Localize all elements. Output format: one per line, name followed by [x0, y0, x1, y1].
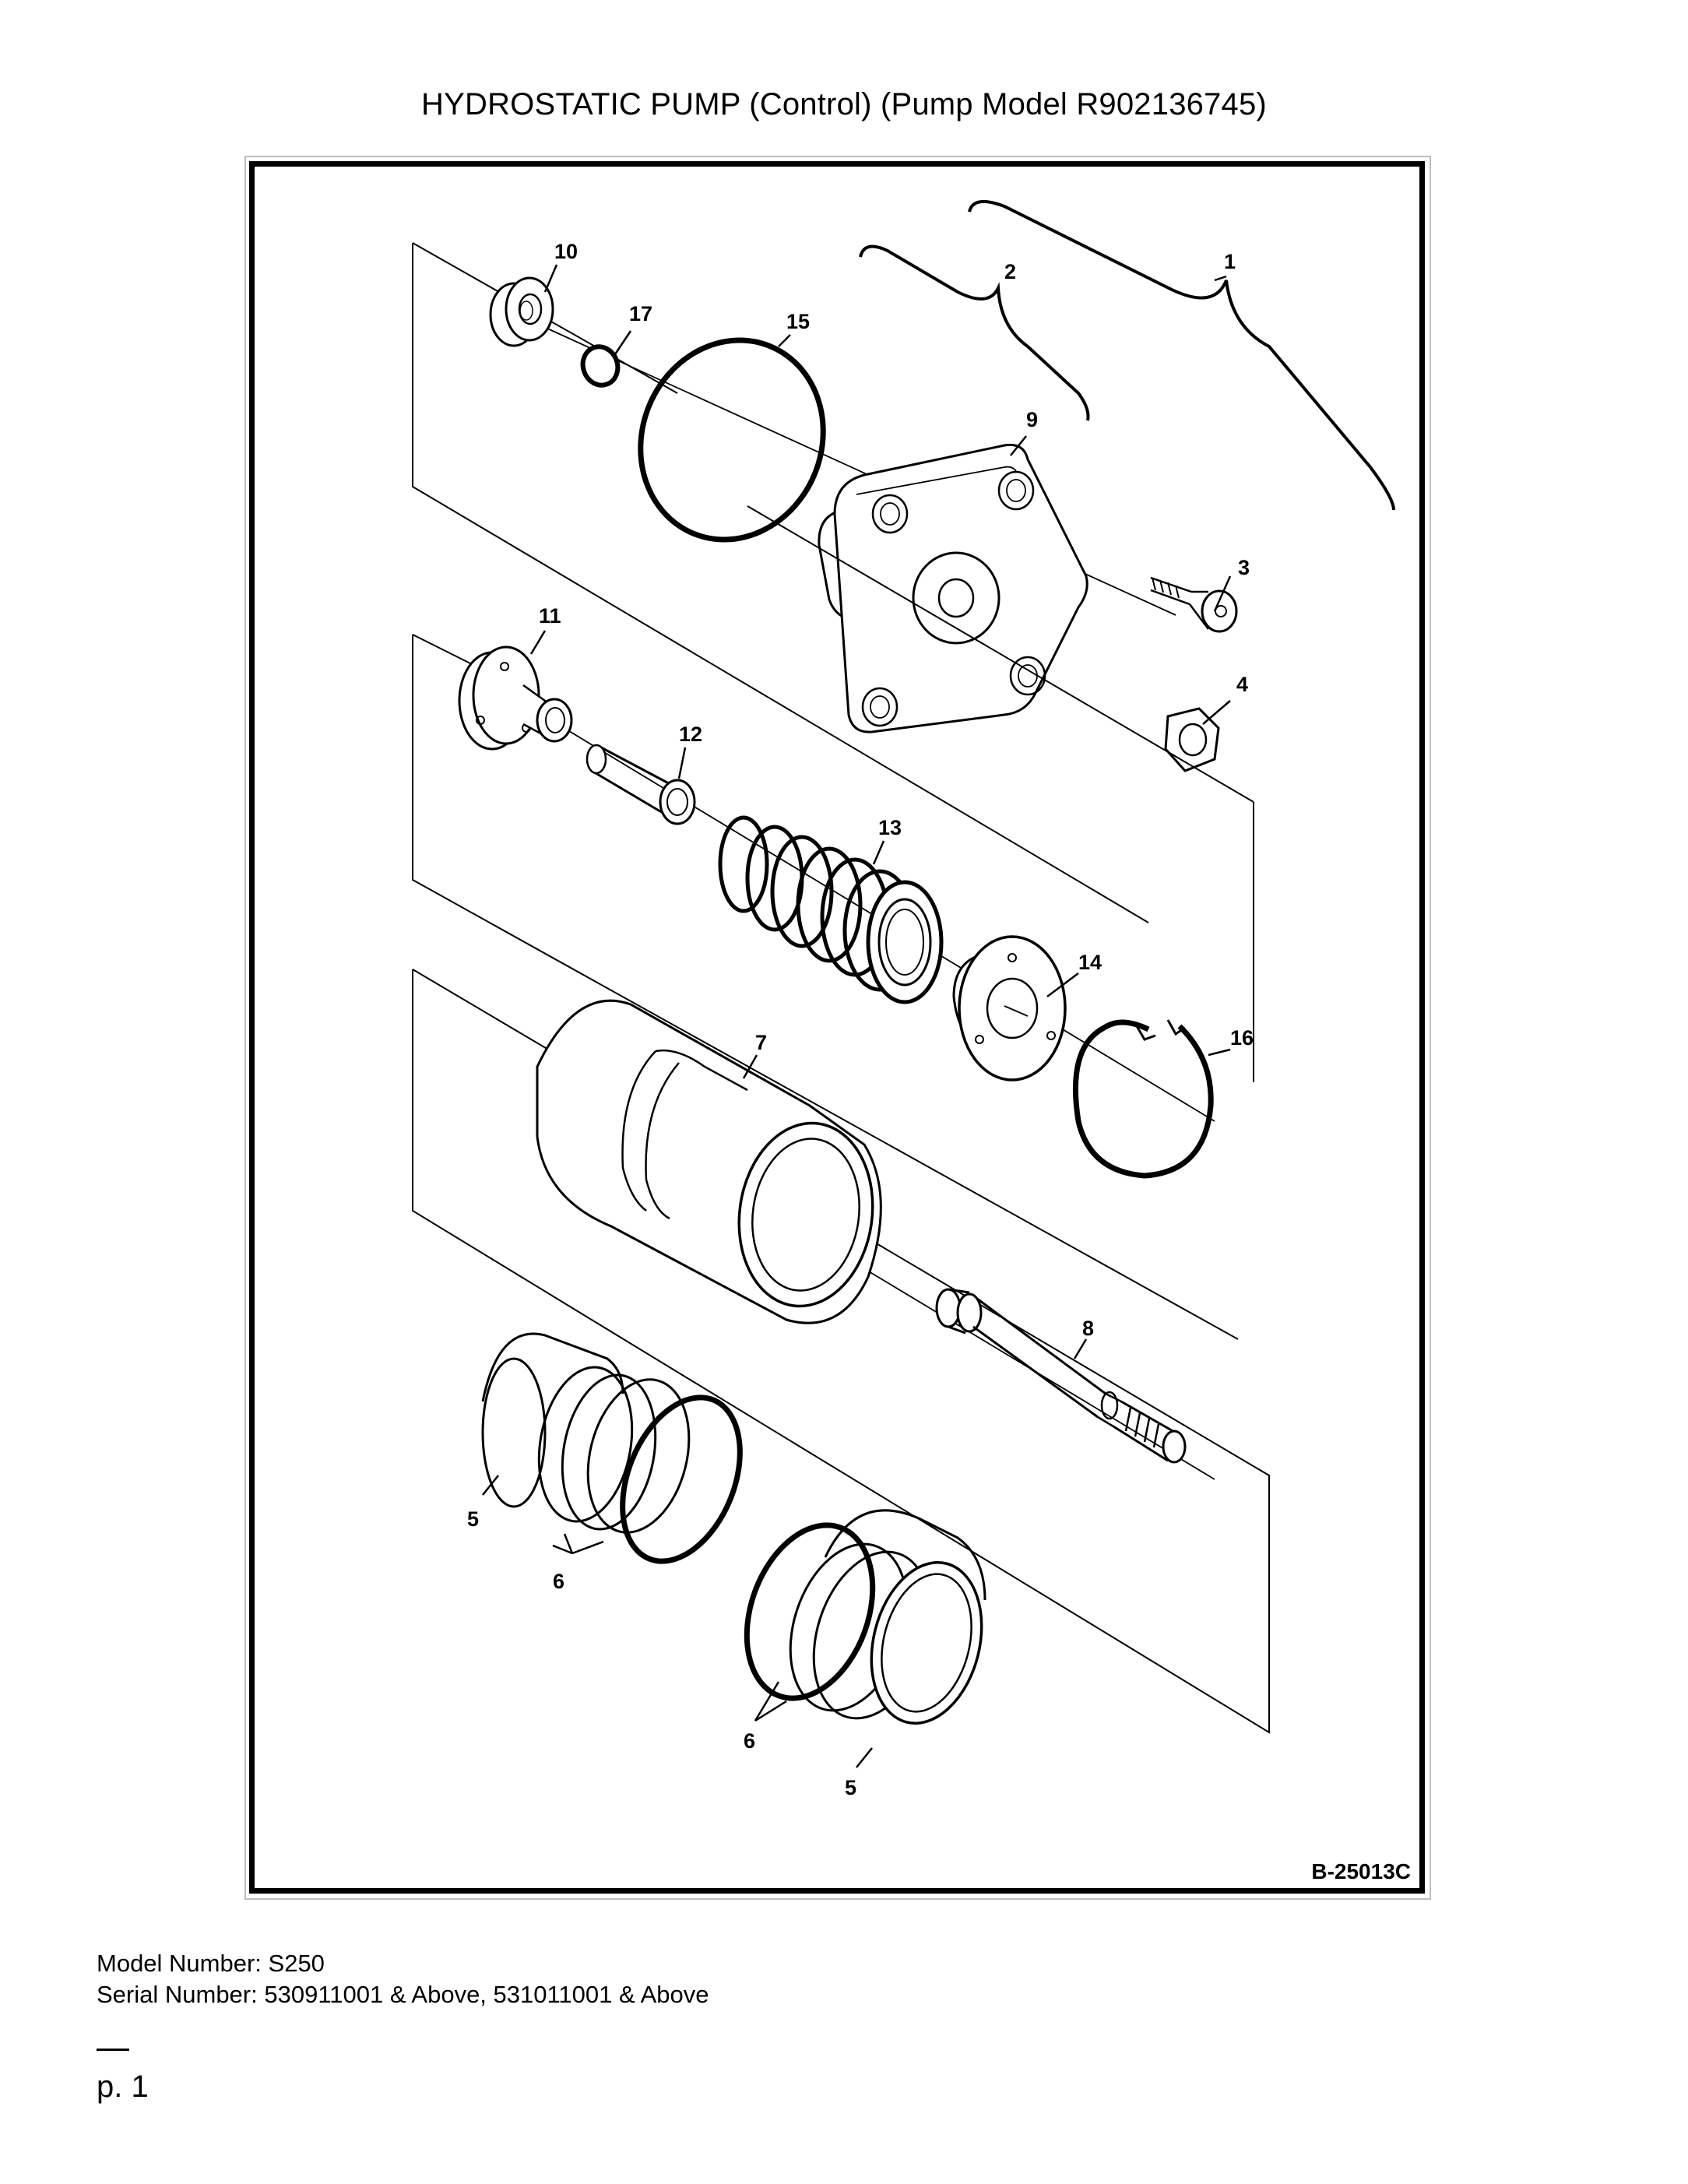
callout-2: 2 [1004, 260, 1016, 283]
callout-6a: 6 [553, 1570, 564, 1593]
callout-3: 3 [1238, 556, 1250, 579]
callout-5b: 5 [845, 1776, 856, 1799]
callout-5a: 5 [467, 1507, 479, 1531]
callout-9: 9 [1026, 408, 1038, 431]
bracket-1 [968, 199, 1395, 511]
diagram-frame [249, 161, 1425, 1894]
part-10-bushing [489, 276, 554, 347]
part-5-6-upper-sleeve-rings [481, 1332, 743, 1564]
figure-id: B-25013C [1311, 1859, 1411, 1883]
part-5-6-lower-sleeve-rings [744, 1509, 986, 1725]
part-13-spring-stack [718, 815, 944, 1004]
part-4-nut [1164, 707, 1220, 772]
panel-outline [412, 243, 1149, 923]
part-17-small-o-ring [580, 344, 621, 388]
callout-1: 1 [1224, 250, 1236, 273]
callout-17: 17 [629, 302, 652, 325]
part-15-large-o-ring [638, 337, 826, 543]
part-12-sleeve [586, 744, 696, 825]
part-14-spring-seat [952, 935, 1067, 1081]
panel-outline [412, 969, 1270, 1734]
part-3-screw [1150, 576, 1238, 633]
part-8-spool [935, 1288, 1187, 1464]
callout-7: 7 [755, 1031, 767, 1054]
callout-8: 8 [1082, 1317, 1094, 1340]
model-number: Model Number: S250 [97, 1950, 325, 1977]
callout-14: 14 [1078, 951, 1102, 974]
callout-16: 16 [1230, 1026, 1254, 1050]
part-11-flange-fitting [458, 645, 573, 751]
serial-number: Serial Number: 530911001 & Above, 531011… [97, 1981, 709, 2008]
panel-right-edge [747, 505, 1254, 803]
callout-10: 10 [554, 240, 578, 263]
leader-lines [482, 264, 1232, 1768]
page-number-rule [97, 2049, 129, 2051]
callout-11: 11 [539, 604, 561, 628]
callout-4: 4 [1236, 673, 1248, 696]
callout-12: 12 [679, 723, 702, 746]
callout-13: 13 [878, 816, 902, 839]
bracket-2 [859, 244, 1090, 421]
callout-15: 15 [786, 310, 810, 333]
part-16-snap-ring [1072, 1019, 1214, 1179]
callout-6b: 6 [744, 1729, 755, 1753]
page-title: HYDROSTATIC PUMP (Control) (Pump Model R… [421, 87, 1267, 121]
panel-outline [412, 635, 1239, 1340]
exploded-parts-diagram: 1 2 3 4 5 5 6 6 7 8 9 10 11 12 13 14 15 … [412, 199, 1395, 1799]
part-9-cover-plate [818, 443, 1088, 733]
part-7-housing [536, 999, 882, 1324]
page-number: p. 1 [97, 2070, 149, 2104]
diagram-outer-frame [244, 156, 1431, 1900]
